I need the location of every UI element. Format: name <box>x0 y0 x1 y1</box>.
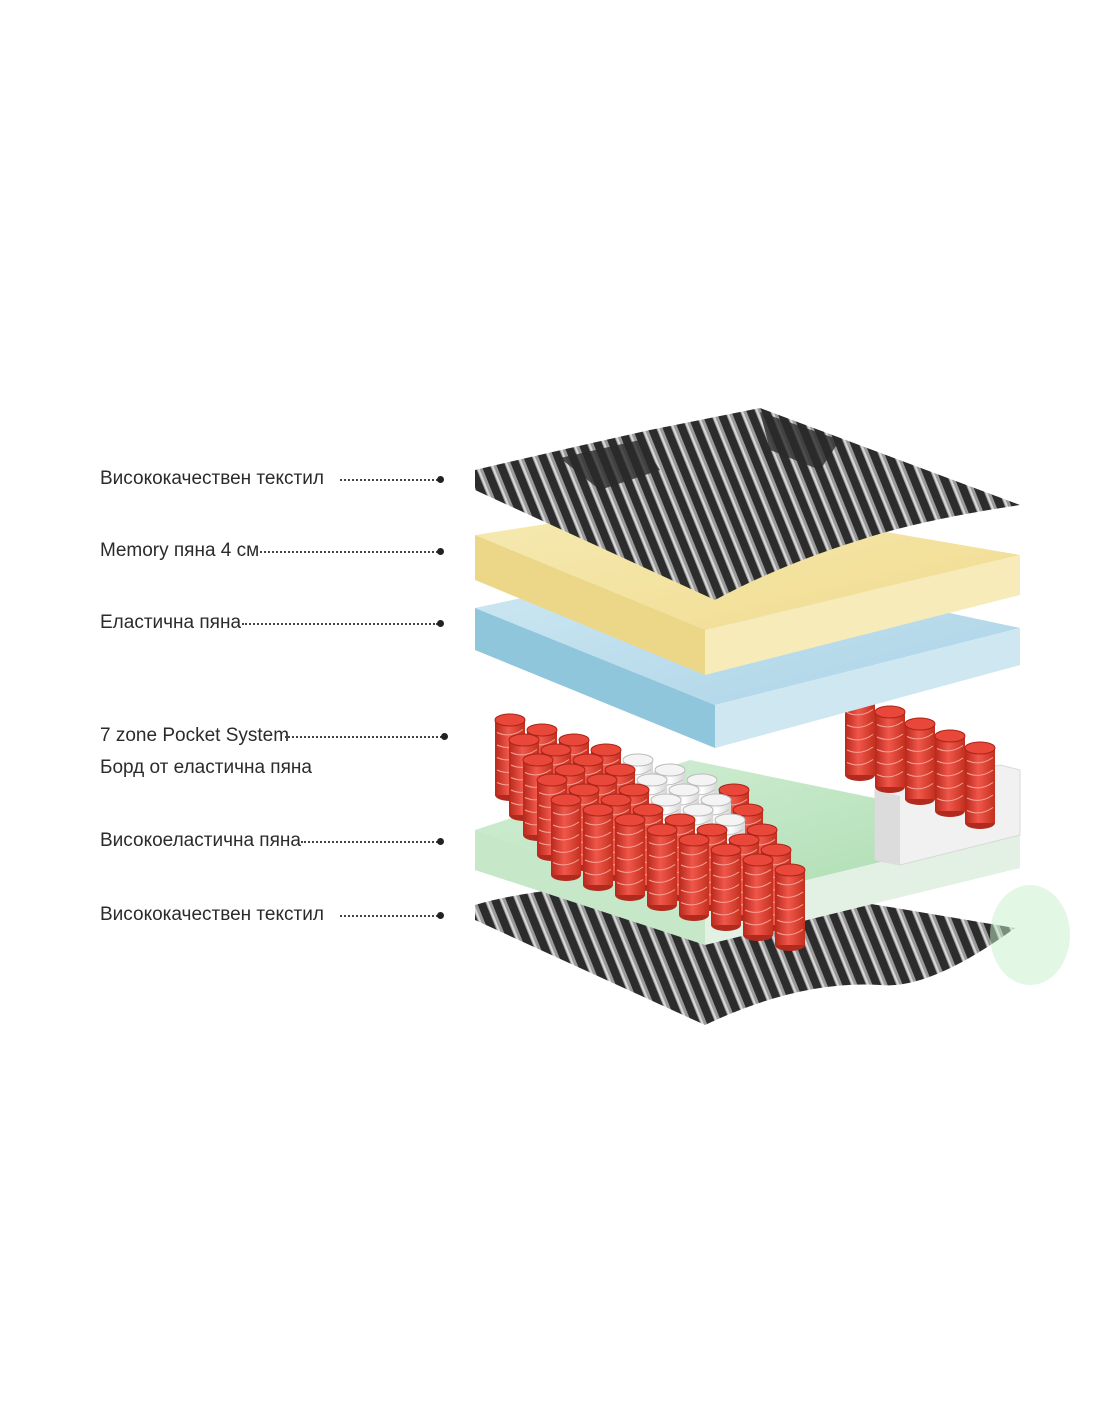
spring-coil-red <box>742 853 774 941</box>
spring-coil-red <box>582 803 614 891</box>
leader-dot-memory-foam <box>437 548 444 555</box>
spring-coil-red <box>774 863 806 951</box>
spring-coil-red <box>904 717 936 805</box>
label-memory-foam: Memory пяна 4 см <box>100 540 260 561</box>
spring-coil-red <box>678 833 710 921</box>
leader-top-textile <box>340 479 438 481</box>
leader-bottom-textile <box>340 915 438 917</box>
top-textile-layer <box>475 408 1020 600</box>
leader-pocket-system <box>285 736 442 738</box>
spring-coil-red <box>646 823 678 911</box>
spring-coil-red <box>934 729 966 817</box>
leader-dot-pocket-system <box>441 733 448 740</box>
spring-coil-red <box>710 843 742 931</box>
leader-dot-top-textile <box>437 476 444 483</box>
leader-dot-high-elastic-foam <box>437 838 444 845</box>
leader-elastic-foam <box>242 623 438 625</box>
pocket-springs-block <box>494 693 996 951</box>
spring-coil-red <box>614 813 646 901</box>
leader-memory-foam <box>260 551 438 553</box>
spring-coil-red <box>874 705 906 793</box>
label-pocket-system: 7 zone Pocket System <box>100 725 290 746</box>
label-high-elastic-foam: Високоеластична пяна <box>100 830 301 851</box>
label-top-textile: Висококачествен текстил <box>100 468 324 489</box>
label-elastic-foam: Еластична пяна <box>100 612 242 633</box>
spring-coil-red <box>964 741 996 829</box>
leader-dot-bottom-textile <box>437 912 444 919</box>
spring-coil-red <box>550 793 582 881</box>
label-foam-border: Борд от еластична пяна <box>100 757 312 778</box>
label-bottom-textile: Висококачествен текстил <box>100 904 324 925</box>
leader-dot-elastic-foam <box>437 620 444 627</box>
bottom-textile-layer <box>475 881 1015 1025</box>
leader-high-elastic-foam <box>301 841 438 843</box>
